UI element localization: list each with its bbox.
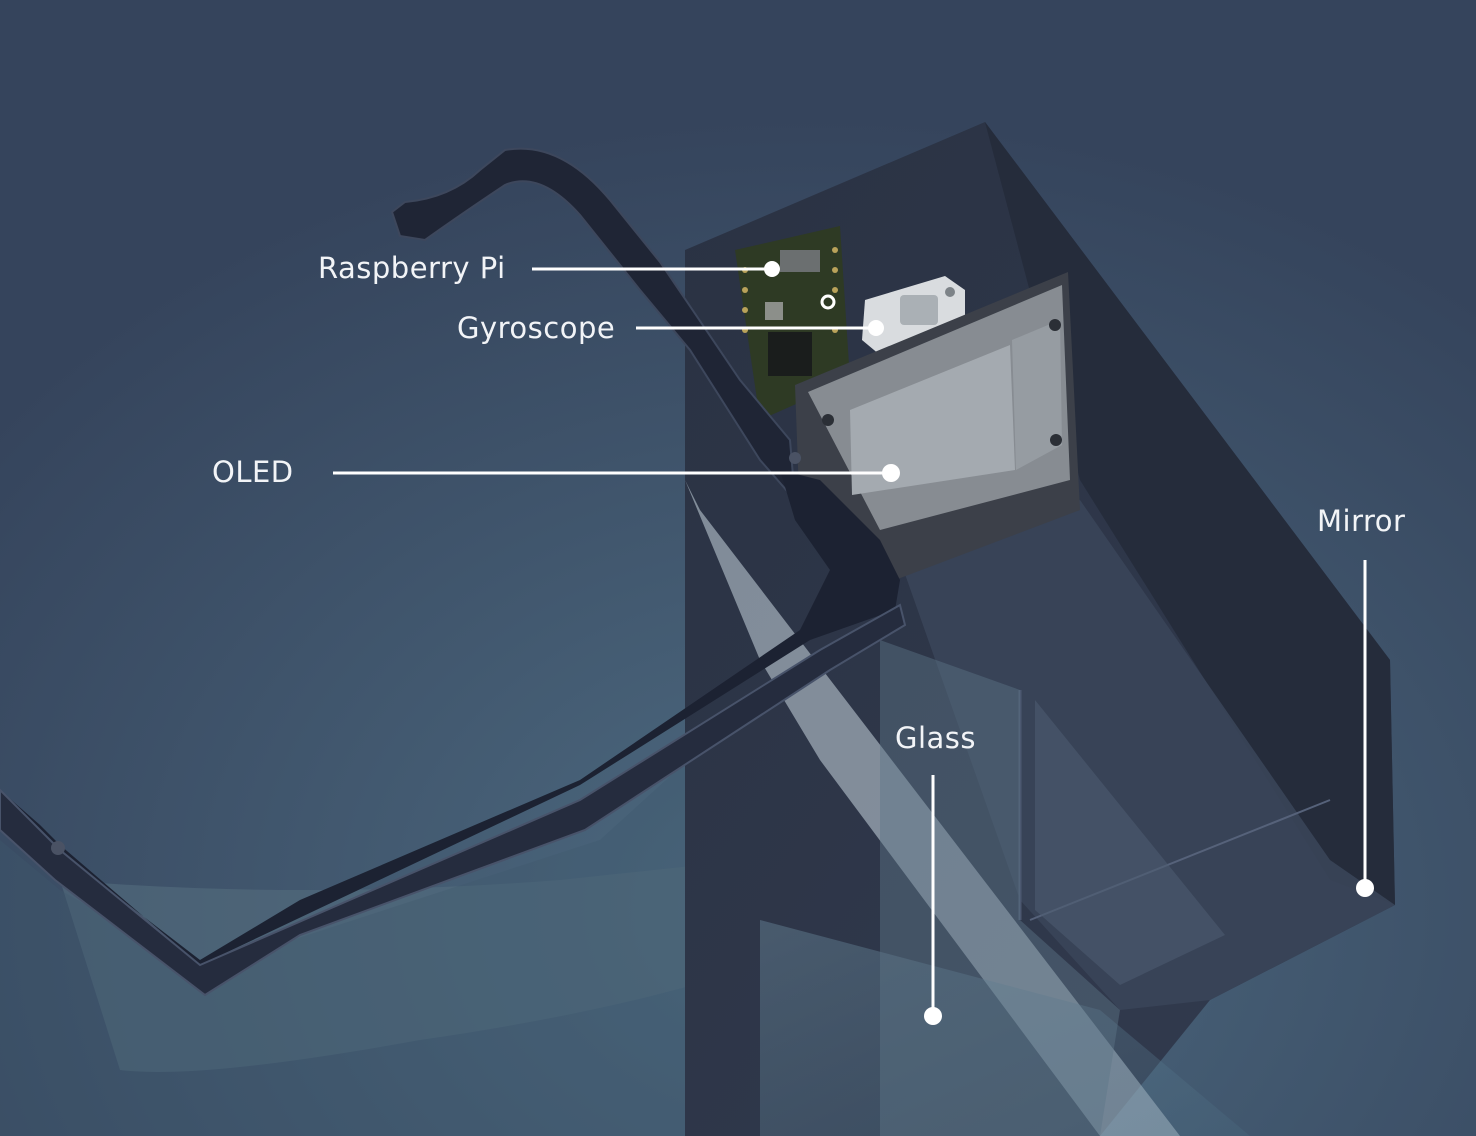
glass-marker (924, 1007, 942, 1025)
label-glass: Glass (895, 721, 977, 755)
label-oled: OLED (212, 455, 294, 489)
mirror-marker (1356, 879, 1374, 897)
oled-marker (882, 464, 900, 482)
lens-shadow (60, 850, 880, 1072)
raspberry-pi-board (735, 226, 850, 420)
oled-module (795, 272, 1080, 580)
glasses-frame (0, 470, 900, 965)
raspberry-pi-marker (764, 261, 780, 277)
frame-screw (51, 841, 65, 855)
housing-side-face (985, 122, 1395, 905)
frame-screw (789, 452, 801, 464)
frame-front-band (0, 603, 907, 997)
temple-arm (390, 147, 797, 503)
callouts (333, 261, 1374, 1025)
gyroscope-marker (868, 320, 884, 336)
label-mirror: Mirror (1317, 504, 1406, 538)
label-gyroscope: Gyroscope (457, 311, 616, 345)
housing-lower (900, 500, 1395, 1010)
glass-plate (760, 920, 1250, 1136)
lens-tint (0, 640, 900, 1136)
label-raspberry-pi: Raspberry Pi (318, 251, 506, 285)
inner-panel (1035, 700, 1225, 985)
